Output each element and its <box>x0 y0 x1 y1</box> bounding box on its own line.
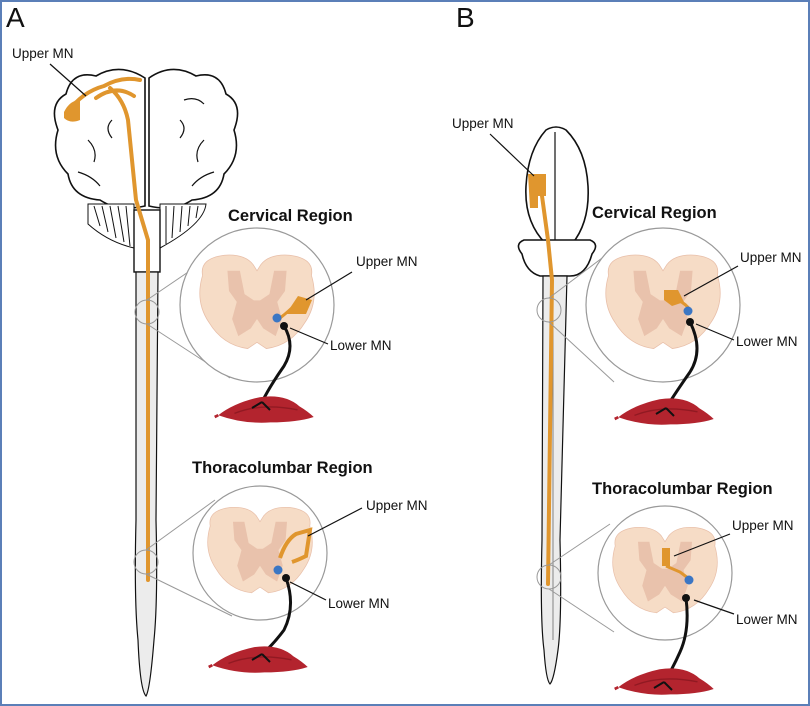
brainstem-hatch <box>87 203 207 249</box>
upper-mn-tract-b <box>540 194 555 586</box>
cervical-lower-label-a: Lower MN <box>330 338 392 353</box>
spinal-cord-b <box>540 275 568 685</box>
cervical-lower-label-b: Lower MN <box>736 334 798 349</box>
synapse-cervical-b <box>683 306 693 316</box>
human-brain-icon <box>53 68 239 209</box>
muscle-cervical-a <box>214 394 316 425</box>
synapse-cervical-a <box>272 313 282 323</box>
lower-mn-axon-cervical-b <box>664 321 699 409</box>
upper-mn-block-b <box>528 174 546 208</box>
muscle-cervical-b <box>614 396 716 427</box>
thoracolumbar-title-b: Thoracolumbar Region <box>592 480 773 498</box>
upper-mn-brain-label-a: Upper MN <box>12 46 74 61</box>
cervical-upper-label-b: Upper MN <box>740 250 802 265</box>
rodent-hindbrain <box>517 239 597 277</box>
upper-mn-brain-label-b: Upper MN <box>452 116 514 131</box>
thoracolumbar-upper-label-a: Upper MN <box>366 498 428 513</box>
upper-mn-thoracolumbar-b <box>662 548 670 566</box>
panel-a-letter: A <box>6 2 25 33</box>
panel-b: B Upper MN Cervical Region Upper MN Lowe… <box>452 2 802 697</box>
upper-mn-brain-pointer-a <box>49 63 87 97</box>
cervical-title-a: Cervical Region <box>228 207 353 225</box>
panel-a: A Upper MN Cervical Region <box>6 2 428 697</box>
thoracolumbar-title-a: Thoracolumbar Region <box>192 459 373 477</box>
synapse-thoracolumbar-a <box>273 565 283 575</box>
cervical-title-b: Cervical Region <box>592 204 717 222</box>
thoracolumbar-lower-label-a: Lower MN <box>328 596 390 611</box>
panel-b-letter: B <box>456 2 475 33</box>
synapse-thoracolumbar-b <box>684 575 694 585</box>
thoracolumbar-upper-label-b: Upper MN <box>732 518 794 533</box>
thoracolumbar-lower-label-b: Lower MN <box>736 612 798 627</box>
lower-mn-axon-cervical-a <box>260 325 292 403</box>
muscle-thoracolumbar-b <box>614 666 716 697</box>
cervical-upper-label-a: Upper MN <box>356 254 418 269</box>
muscle-thoracolumbar-a <box>208 644 310 675</box>
